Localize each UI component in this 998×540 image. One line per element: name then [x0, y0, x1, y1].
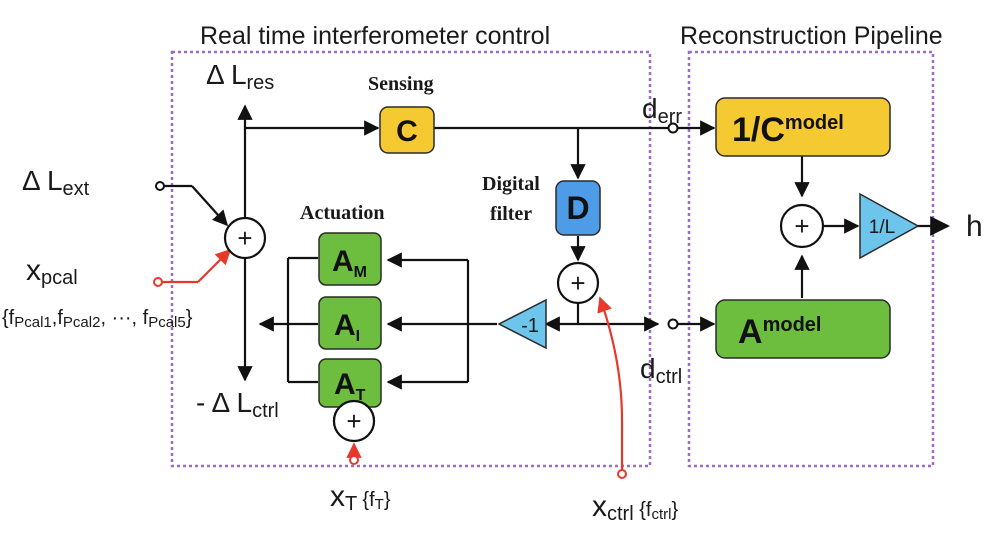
- svg-text:+: +: [794, 211, 809, 241]
- a-model-block: Amodel: [715, 299, 891, 359]
- injection-lines: [162, 248, 624, 470]
- summing-junction-actuator-t-front: +: [332, 399, 376, 443]
- svg-text:D: D: [566, 190, 589, 226]
- h-label: h: [966, 210, 983, 243]
- realtime-control-title: Real time interferometer control: [200, 22, 550, 50]
- d-ctrl-label: dctrl: [640, 353, 682, 388]
- delta-l-ext-label: Δ Lext: [22, 165, 90, 200]
- delta-l-ext-port: [155, 181, 165, 191]
- realtime-control-region: [170, 50, 652, 468]
- svg-text:+: +: [237, 223, 252, 253]
- d-err-port: [667, 122, 679, 134]
- svg-text:AT: AT: [334, 368, 366, 404]
- d-err-label: derr: [642, 93, 682, 128]
- actuator-t-block: AT: [318, 358, 382, 408]
- actuation-label: Actuation: [300, 202, 384, 224]
- x-ctrl-label: xctrl {fctrl}: [592, 490, 678, 525]
- signal-wires: [164, 104, 950, 390]
- svg-text:AM: AM: [332, 245, 367, 281]
- f-pcal-set-label: {fPcal1,fPcal2, ···, fPcal5}: [2, 307, 193, 331]
- inverse-c-model-block: 1/Cmodel: [715, 97, 891, 157]
- x-pcal-label: xpcal: [26, 254, 78, 289]
- one-over-l-gain: 1/L: [859, 192, 920, 260]
- minus-one-gain: -1: [497, 298, 547, 350]
- x-t-label: xT {fT}: [330, 480, 391, 515]
- x-pcal-port: [153, 277, 163, 287]
- svg-text:C: C: [396, 115, 418, 148]
- digital-filter-block: D: [555, 180, 601, 236]
- d-ctrl-port: [667, 318, 679, 330]
- svg-text:1/Cmodel: 1/Cmodel: [732, 111, 844, 149]
- svg-text:1/L: 1/L: [869, 217, 895, 238]
- reconstruction-pipeline-region: [687, 50, 935, 468]
- sensing-block: C: [379, 106, 435, 154]
- reconstruction-pipeline-title: Reconstruction Pipeline: [680, 22, 943, 50]
- svg-text:Amodel: Amodel: [738, 313, 821, 351]
- svg-text:+: +: [570, 268, 585, 298]
- actuator-i-block: AI: [318, 296, 382, 350]
- svg-text:+: +: [346, 406, 361, 436]
- x-ctrl-port: [617, 469, 627, 479]
- x-t-port: [349, 455, 359, 465]
- svg-text:-1: -1: [521, 315, 539, 337]
- delta-l-res-label: Δ Lres: [206, 59, 274, 94]
- svg-text:AI: AI: [334, 309, 360, 345]
- actuator-m-block: AM: [318, 232, 382, 286]
- digital-filter-label-line2: filter: [490, 203, 532, 225]
- minus-delta-l-ctrl-label: - Δ Lctrl: [196, 387, 279, 422]
- summing-junction-main: +: [223, 216, 267, 260]
- digital-filter-label-line1: Digital: [482, 173, 540, 195]
- summing-junction-pipeline: +: [779, 203, 825, 249]
- sensing-label: Sensing: [368, 73, 434, 95]
- summing-junction-filter: +: [556, 261, 600, 305]
